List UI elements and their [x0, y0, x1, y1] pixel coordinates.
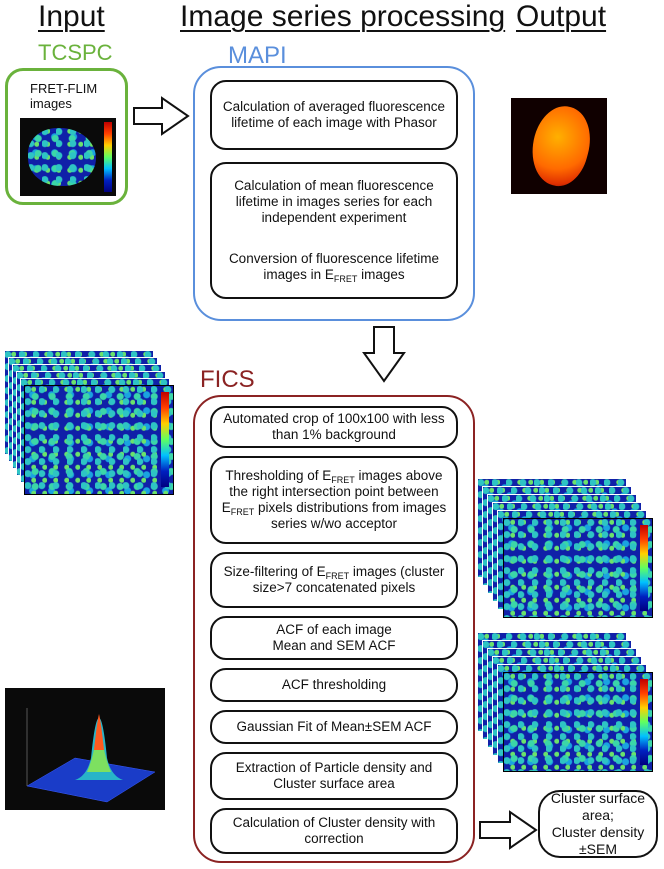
arrow-right-icon: [479, 810, 538, 850]
fics-step-acf: ACF of each image Mean and SEM ACF: [210, 616, 458, 660]
mapi-conversion-text: Conversion of fluorescence lifetime imag…: [228, 250, 440, 284]
fics-step-gaussian-fit: Gaussian Fit of Mean±SEM ACF: [210, 710, 458, 744]
fics-title: FICS: [200, 366, 255, 393]
tcspc-frame: FRET-FLIM images: [5, 68, 128, 205]
fics-step-extraction: Extraction of Particle density and Clust…: [210, 752, 458, 800]
mapi-step-phasor: Calculation of averaged fluorescence lif…: [210, 80, 458, 150]
flim-image: [20, 118, 116, 196]
efret-image-stack: [4, 350, 176, 502]
flim-cell: [28, 128, 96, 186]
output-result-box: Cluster surface area; Cluster density ±S…: [538, 790, 658, 858]
acf-gaussian-plot: [5, 688, 165, 810]
fics-frame: [193, 395, 475, 863]
header-processing: Image series processing: [180, 0, 506, 33]
mapi-title: MAPI: [228, 42, 287, 69]
header-output: Output: [516, 0, 607, 33]
tcspc-caption: FRET-FLIM images: [30, 81, 98, 111]
fics-step-threshold: Thresholding of EFRET images above the r…: [210, 456, 458, 544]
output-lifetime-image: [511, 98, 607, 194]
output-nucleus: [523, 100, 599, 192]
gaussian-surface: [26, 708, 156, 803]
output-image-stack-1: [477, 478, 657, 628]
fics-step-size-filter: Size-filtering of EFRET images (cluster …: [210, 552, 458, 608]
header-input: Input: [38, 0, 105, 33]
fics-step-acf-threshold: ACF thresholding: [210, 668, 458, 702]
fics-step-cluster-density: Calculation of Cluster density with corr…: [210, 808, 458, 854]
mapi-step-lifetime: Calculation of mean fluorescence lifetim…: [210, 162, 458, 299]
arrow-right-icon: [133, 96, 190, 136]
arrow-down-icon: [362, 326, 406, 383]
fics-step-crop: Automated crop of 100x100 with less than…: [210, 406, 458, 448]
mapi-frame: [193, 66, 475, 321]
tcspc-title: TCSPC: [38, 40, 113, 65]
output-image-stack-2: [477, 632, 657, 782]
flim-colorbar: [104, 122, 112, 192]
